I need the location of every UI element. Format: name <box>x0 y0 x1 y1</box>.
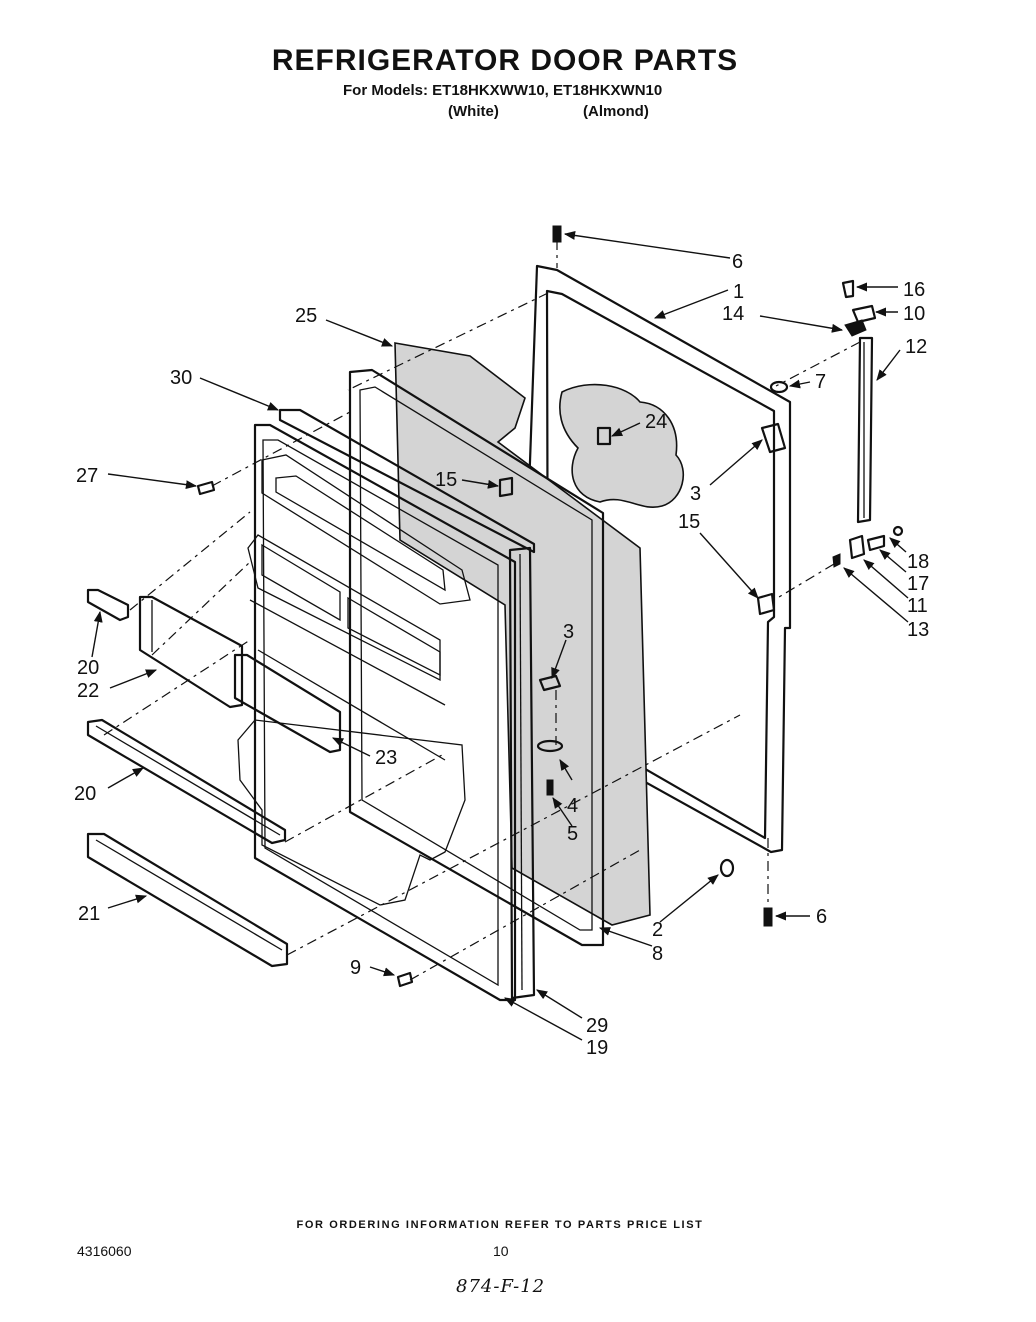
page-number: 10 <box>493 1243 509 1259</box>
shelf-bar-20-upper <box>86 588 130 622</box>
callout-29: 29 <box>586 1015 608 1037</box>
cutaway-insulation <box>559 383 685 508</box>
callout-1: 1 <box>733 281 744 303</box>
color-white-label: (White) <box>448 103 499 120</box>
shelf-22 <box>138 595 244 709</box>
callout-10: 10 <box>903 303 925 325</box>
callout-19: 19 <box>586 1037 608 1059</box>
hinge-assembly <box>832 279 904 568</box>
callout-12: 12 <box>905 336 927 358</box>
callout-3-mid: 3 <box>563 621 574 643</box>
callout-6-top: 6 <box>732 251 743 273</box>
callout-23: 23 <box>375 747 397 769</box>
callout-3-top: 3 <box>690 483 701 505</box>
callout-20-lower: 20 <box>74 783 96 805</box>
door-insulation <box>394 342 651 926</box>
callout-18: 18 <box>907 551 929 573</box>
callout-7: 7 <box>815 371 826 393</box>
callout-25: 25 <box>295 305 317 327</box>
handwritten-code: 874-F-12 <box>456 1276 546 1297</box>
models-line: For Models: ET18HKXWW10, ET18HKXWN10 <box>343 82 663 99</box>
callout-4: 4 <box>567 795 578 817</box>
callout-27: 27 <box>76 465 98 487</box>
leader-lines <box>91 231 909 1041</box>
hardware <box>196 225 789 988</box>
callout-11: 11 <box>907 595 928 617</box>
callout-16: 16 <box>903 279 925 301</box>
shelf-23 <box>233 653 342 754</box>
shelf-21 <box>86 832 289 968</box>
document-number: 4316060 <box>77 1243 132 1259</box>
callout-22: 22 <box>77 680 99 702</box>
callout-2: 2 <box>652 919 663 941</box>
callout-30: 30 <box>170 367 192 389</box>
callout-labels: 6 1 16 10 14 12 25 7 30 24 27 15 3 15 18… <box>74 251 929 1059</box>
shelf-bar-20-lower <box>86 718 287 845</box>
callout-13: 13 <box>907 619 929 641</box>
callout-8: 8 <box>652 943 663 965</box>
door-gasket <box>348 368 605 947</box>
callout-20-upper: 20 <box>77 657 99 679</box>
callout-15-left: 15 <box>435 469 457 491</box>
page-title: REFRIGERATOR DOOR PARTS <box>271 44 739 77</box>
callout-24: 24 <box>645 411 667 433</box>
callout-14: 14 <box>722 303 744 325</box>
breaker-strip <box>278 408 536 1000</box>
callout-9: 9 <box>350 957 361 979</box>
callout-17: 17 <box>907 573 929 595</box>
color-almond-label: (Almond) <box>583 103 649 120</box>
ordering-info: FOR ORDERING INFORMATION REFER TO PARTS … <box>296 1219 704 1231</box>
callout-21: 21 <box>78 903 100 925</box>
assembly-lines <box>103 240 861 981</box>
callout-15-right: 15 <box>678 511 700 533</box>
callout-6-bottom: 6 <box>816 906 827 928</box>
callout-5: 5 <box>567 823 578 845</box>
